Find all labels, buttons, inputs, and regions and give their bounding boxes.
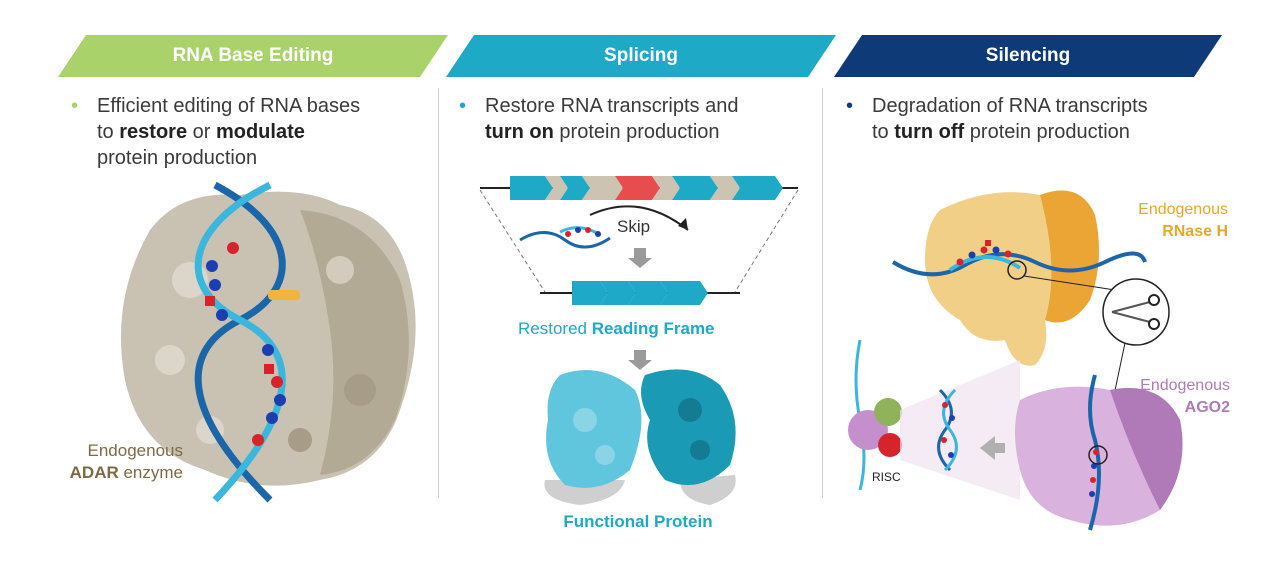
zoom-projection [900,360,1020,500]
bullet-silencing: • Degradation of RNA transcripts to turn… [846,93,1212,145]
risc-label: RISC [872,470,901,484]
bullet-bold: modulate [215,121,305,143]
connector-line [1023,275,1116,291]
skip-arrow-icon [589,205,689,231]
bullet-text: Efficient editing of RNA bases [97,95,361,117]
bullet-text: protein production [553,121,720,143]
bullet-base-editing: • Efficient editing of RNA bases to rest… [71,93,427,171]
banner-title: RNA Base Editing [172,45,334,66]
cleavage-site-marker [1007,260,1027,280]
scissors-glyph [1111,294,1160,330]
rna-strand [891,251,1147,277]
banner-silencing: Silencing [834,35,1222,77]
splice-dashed-line [734,189,799,293]
column-divider [438,88,439,498]
down-arrow-icon [628,350,652,370]
risc-complex-illustration [848,398,902,457]
banner-splicing: Splicing [446,35,836,77]
bullet-dot: • [71,95,79,117]
banner-rna-base-editing: RNA Base Editing [58,35,448,77]
bullet-text: protein production [964,121,1130,143]
bullet-text: Restore RNA transcripts and [485,95,739,117]
bullet-text: protein production [97,147,258,169]
bullet-dot: • [459,95,467,117]
bullet-bold: turn on [485,121,554,143]
skip-arrow-head [678,218,688,230]
rnase-h-label-line1: Endogenous [1138,201,1228,218]
bullet-text: to [872,121,895,143]
mrna-exons [540,281,740,305]
banner-title: Silencing [985,45,1071,66]
right-arrow-icon [980,436,1005,460]
dna-strand [948,255,1022,272]
skip-label: Skip [617,217,650,236]
down-arrow-icon [628,248,652,268]
bullet-text: or [187,121,216,143]
column-divider [822,88,823,498]
bullet-bold: restore [119,121,188,143]
adar-label-rest: enzyme [118,463,183,482]
rnase-h-label-line2: RNase H [1162,223,1228,240]
adar-label: Endogenous ADAR enzyme [50,440,183,484]
bullet-dot: • [846,95,854,117]
bullet-text: Degradation of RNA transcripts [872,95,1148,117]
target-rna-strand [1088,374,1101,531]
functional-protein-illustration [544,369,736,505]
functional-protein-label: Functional Protein [563,512,712,531]
bullet-bold: turn off [894,121,965,143]
bullet-splicing: • Restore RNA transcripts and turn on pr… [459,93,815,145]
adar-label-bold: ADAR [69,463,119,482]
banner-title: Splicing [604,45,678,66]
sirna-duplex [937,388,958,472]
adar-label-line1: Endogenous [87,441,183,460]
ago2-label-line2: AGO2 [1185,399,1230,416]
pre-mrna-exons [480,176,798,200]
ago2-label-line1: Endogenous [1140,377,1230,394]
oligo-strand [519,231,611,249]
reading-frame-label: Restored Reading Frame [518,319,715,338]
cleavage-site-marker [1088,445,1108,465]
rna-helix-illustration [194,181,300,503]
splice-dashed-line [479,189,546,293]
bullet-text: to [97,121,120,143]
